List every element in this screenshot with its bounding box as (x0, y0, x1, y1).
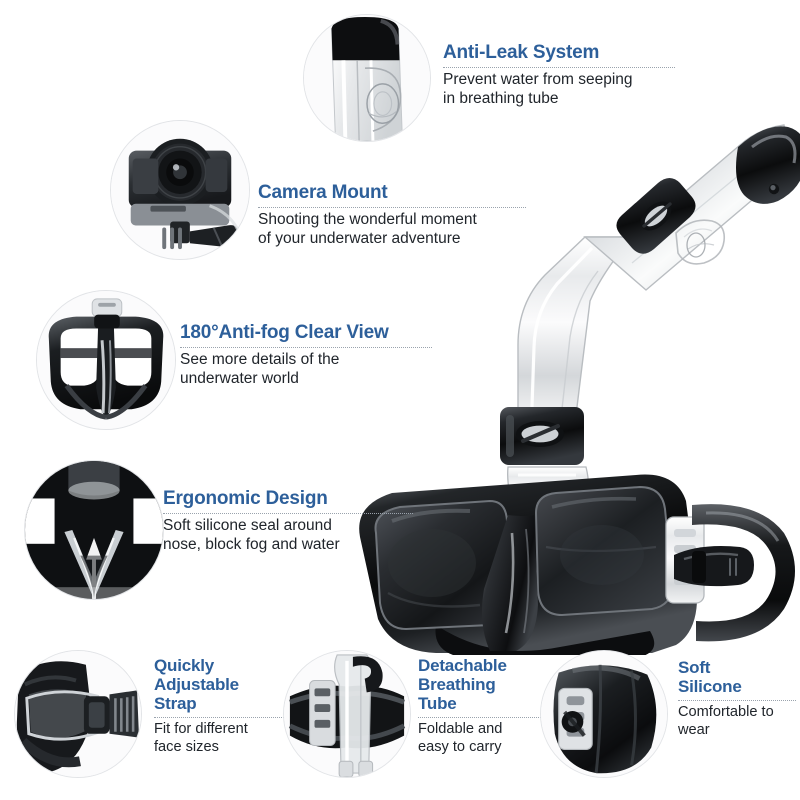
feature-divider (258, 207, 526, 209)
feature-divider (443, 67, 675, 69)
thumbnail-soft-silicone (540, 650, 668, 778)
feature-title: Quickly Adjustable Strap (154, 656, 239, 714)
thumbnail-camera-mount (110, 120, 250, 260)
feature-title: Anti-Leak System (443, 42, 600, 63)
thumbnail-quickly-adjustable-strap (14, 650, 142, 778)
main-product-image (340, 85, 800, 655)
thumbnail-anti-leak-system (303, 14, 431, 142)
feature-description: Foldable and easy to carry (418, 721, 503, 755)
thumbnail-anti-fog-clear-view (36, 290, 176, 430)
feature-divider (154, 717, 284, 719)
feature-detachable-breathing-tube: Detachable Breathing Tube Foldable and e… (418, 656, 543, 757)
thumbnail-ergonomic-design (24, 460, 164, 600)
feature-divider (418, 717, 543, 719)
feature-divider (163, 513, 413, 515)
feature-soft-silicone: Soft Silicone Comfortable to wear (678, 658, 796, 740)
feature-quickly-adjustable-strap: Quickly Adjustable Strap Fit for differe… (154, 656, 284, 757)
feature-divider (678, 700, 796, 702)
feature-camera-mount: Camera Mount Shooting the wonderful mome… (258, 182, 526, 249)
feature-title: Ergonomic Design (163, 488, 328, 509)
feature-description: Shooting the wonderful moment of your un… (258, 211, 477, 248)
feature-anti-fog-clear-view: 180°Anti-fog Clear View See more details… (180, 322, 432, 389)
feature-description: Prevent water from seeping in breathing … (443, 71, 633, 108)
feature-description: Comfortable to wear (678, 704, 774, 738)
feature-title: Soft Silicone (678, 658, 742, 697)
feature-anti-leak-system: Anti-Leak System Prevent water from seep… (443, 42, 675, 109)
feature-title: Detachable Breathing Tube (418, 656, 507, 714)
feature-ergonomic-design: Ergonomic Design Soft silicone seal arou… (163, 488, 413, 555)
feature-divider (180, 347, 432, 349)
feature-description: Soft silicone seal around nose, block fo… (163, 517, 340, 554)
feature-description: Fit for different face sizes (154, 721, 248, 755)
thumbnail-detachable-breathing-tube (283, 650, 411, 778)
feature-title: Camera Mount (258, 182, 388, 203)
feature-title: 180°Anti-fog Clear View (180, 322, 389, 343)
feature-description: See more details of the underwater world (180, 351, 340, 388)
